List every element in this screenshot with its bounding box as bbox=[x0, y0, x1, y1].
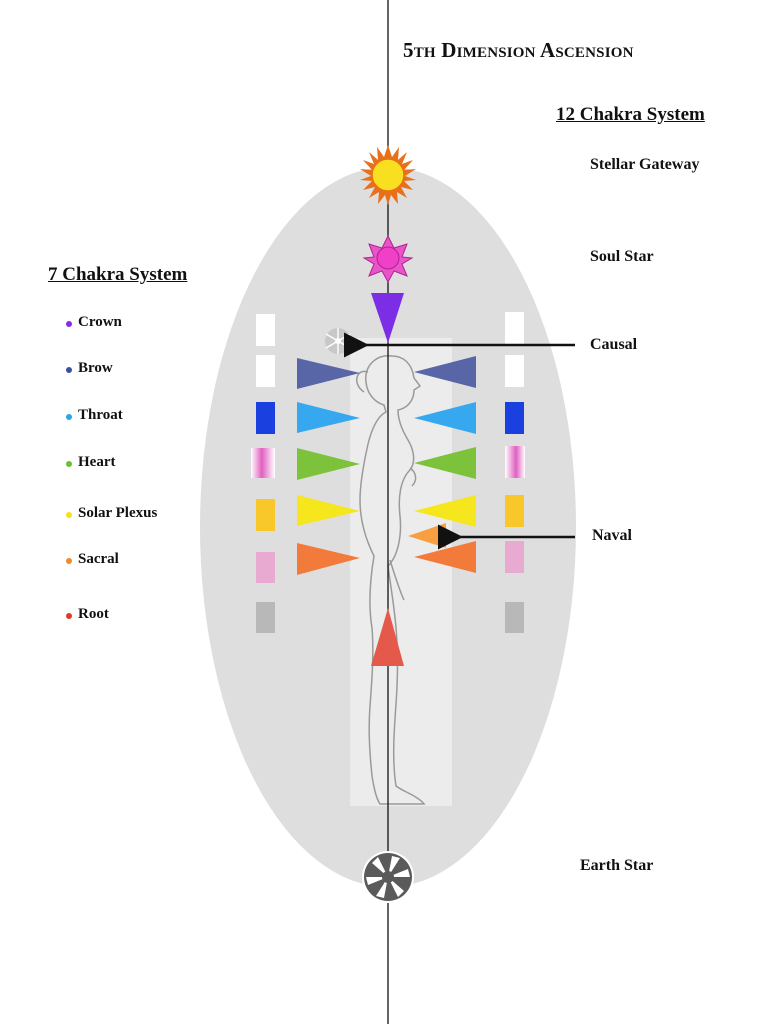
twelve-chakra-heading: 12 Chakra System bbox=[556, 104, 705, 125]
heart-cone-left bbox=[297, 448, 360, 480]
label-causal: Causal bbox=[590, 336, 638, 353]
root-block-right bbox=[505, 602, 524, 633]
sacral-block-right bbox=[505, 541, 524, 573]
chakra-item-heart: Heart bbox=[78, 454, 116, 470]
heart-bullet-icon bbox=[66, 461, 72, 467]
solar-cone-left bbox=[297, 495, 360, 526]
brow-cone-left bbox=[297, 358, 360, 389]
body-silhouette bbox=[356, 355, 426, 805]
solar-block-right bbox=[505, 495, 524, 527]
brow-cone-right bbox=[414, 356, 476, 388]
soul-star-icon bbox=[362, 234, 414, 284]
crown-chakra-triangle bbox=[371, 293, 404, 343]
sacral-block-left bbox=[256, 552, 275, 583]
chakra-item-crown: Crown bbox=[78, 314, 122, 330]
naval-cone bbox=[408, 523, 446, 548]
brow-block-left bbox=[256, 355, 275, 387]
throat-block-right bbox=[505, 402, 524, 434]
brow-block-right bbox=[505, 355, 524, 387]
causal-snowflake-icon bbox=[325, 328, 351, 354]
root-bullet-icon bbox=[66, 613, 72, 619]
body-column bbox=[350, 338, 452, 806]
label-earth-star: Earth Star bbox=[580, 857, 654, 874]
chakra-item-sacral: Sacral bbox=[78, 551, 119, 567]
stellar-gateway-sun-icon bbox=[360, 145, 416, 205]
seven-chakra-heading: 7 Chakra System bbox=[48, 264, 188, 285]
throat-block-left bbox=[256, 402, 275, 434]
heart-block-left bbox=[251, 448, 275, 478]
label-soul-star: Soul Star bbox=[590, 248, 654, 265]
chakra-item-solar-plexus: Solar Plexus bbox=[78, 505, 158, 521]
crown-bullet-icon bbox=[66, 321, 72, 327]
throat-bullet-icon bbox=[66, 414, 72, 420]
solar-block-left bbox=[256, 499, 275, 531]
earth-star-icon bbox=[362, 851, 414, 903]
throat-cone-left bbox=[297, 402, 360, 433]
chakra-item-brow: Brow bbox=[78, 360, 113, 376]
label-stellar-gateway: Stellar Gateway bbox=[590, 156, 700, 173]
sacral-bullet-icon bbox=[66, 558, 72, 564]
root-chakra-triangle bbox=[371, 608, 404, 666]
chakra-item-throat: Throat bbox=[78, 407, 123, 423]
solar-plexus-bullet-icon bbox=[66, 512, 72, 518]
brow-bullet-icon bbox=[66, 367, 72, 373]
heart-cone-right bbox=[414, 447, 476, 479]
throat-cone-right bbox=[414, 402, 476, 434]
root-block-left bbox=[256, 602, 275, 633]
label-naval: Naval bbox=[592, 527, 632, 544]
sacral-cone-left bbox=[297, 543, 360, 575]
solar-cone-right bbox=[414, 495, 476, 527]
chakra-item-root: Root bbox=[78, 606, 109, 622]
crown-block-right bbox=[505, 312, 524, 344]
page-title: 5th Dimension Ascension bbox=[403, 38, 634, 62]
crown-block-left bbox=[256, 314, 275, 346]
heart-block-right bbox=[505, 446, 525, 478]
